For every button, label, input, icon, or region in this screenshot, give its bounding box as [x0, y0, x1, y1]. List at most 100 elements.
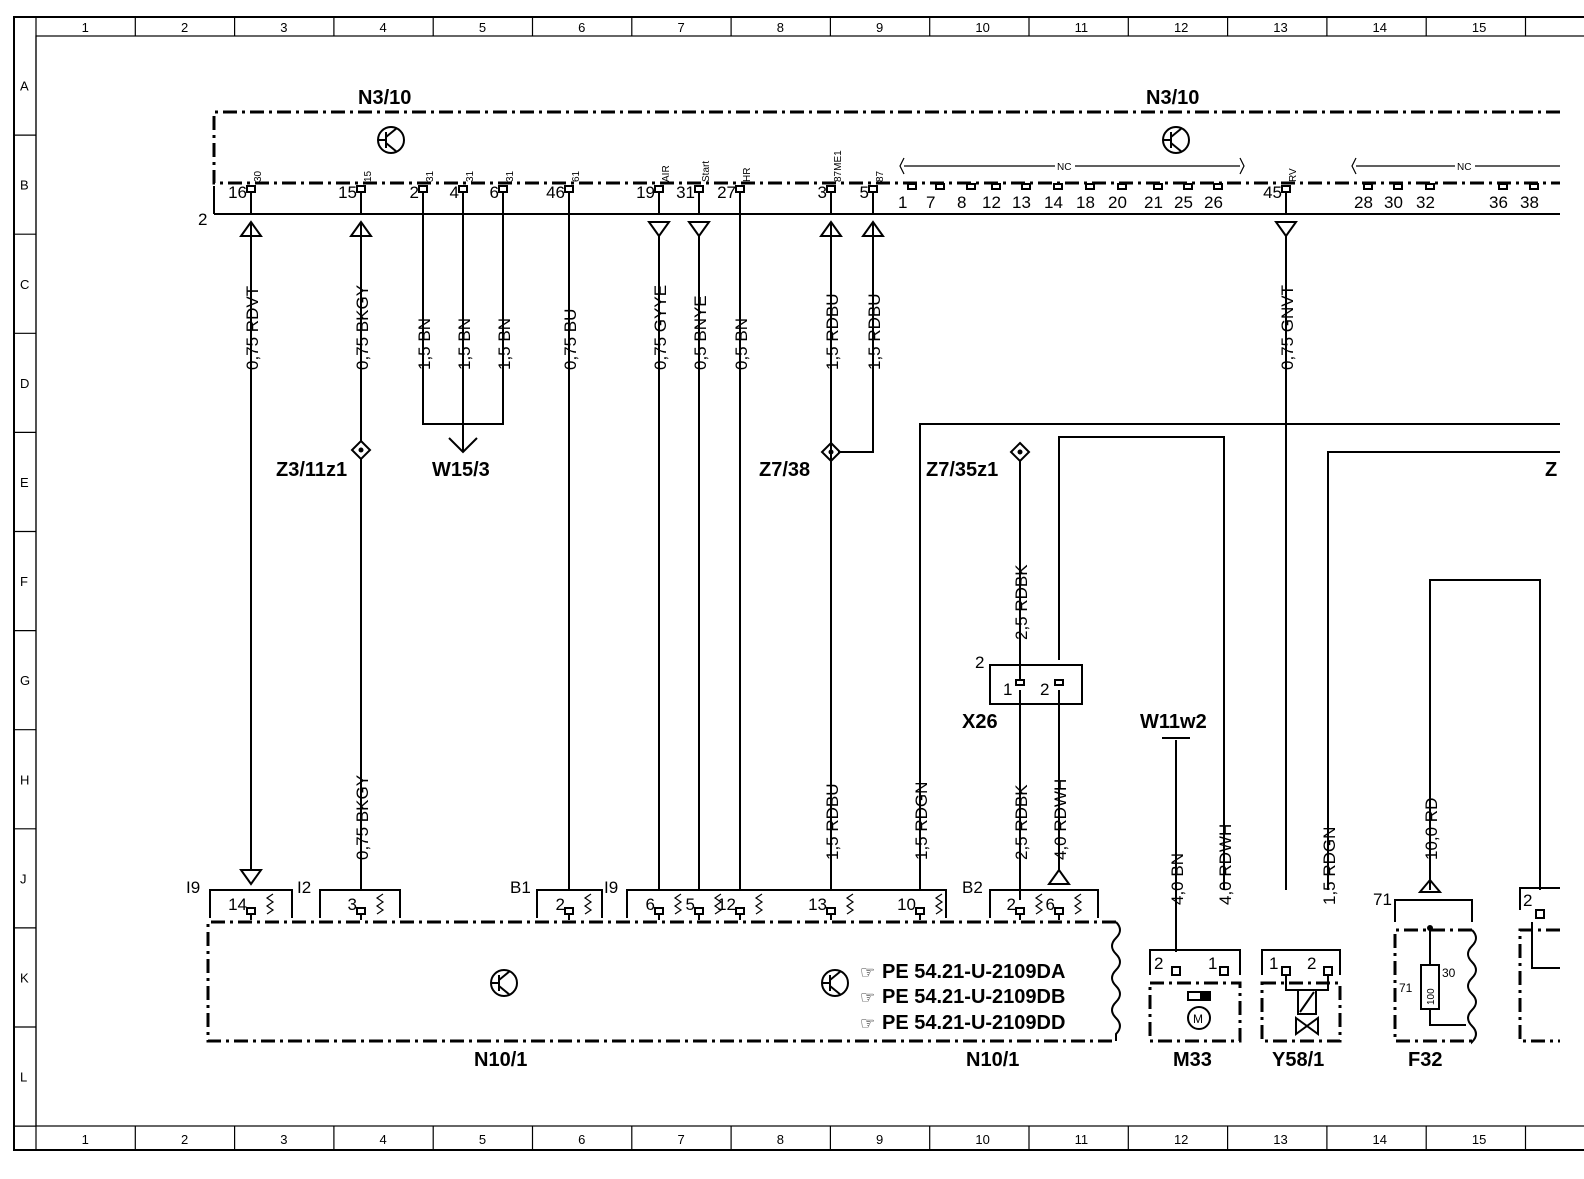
n3-10-right-label: N3/10 — [1146, 87, 1199, 109]
svg-text:20: 20 — [1108, 193, 1127, 212]
grid-col-top-7: 7 — [677, 20, 684, 35]
svg-text:RV: RV — [1288, 168, 1299, 182]
solenoid-valve-icon — [1297, 989, 1317, 1015]
wire-label-bkgy: 0,75 BKGY — [353, 775, 372, 860]
grid-col-bottom-3: 3 — [280, 1132, 287, 1147]
cut-pin-2: 2 — [1523, 891, 1532, 910]
grid-col-top-8: 8 — [777, 20, 784, 35]
reference-links[interactable]: ☞ PE 54.21-U-2109DA ☞ PE 54.21-U-2109DB … — [860, 961, 1065, 1034]
svg-text:16: 16 — [228, 183, 247, 202]
n3-terminal-27: 27 HR — [717, 168, 753, 214]
wire-label-rdgn: 1,5 RDGN — [912, 782, 931, 860]
nc-pin-28: 28 — [1354, 183, 1373, 212]
grid-col-top-5: 5 — [479, 20, 486, 35]
svg-text:27: 27 — [717, 183, 736, 202]
grid-col-bottom-6: 6 — [578, 1132, 585, 1147]
wire-label-rdgn_y58: 1,5 RDGN — [1320, 827, 1339, 905]
n3-terminal-5: 587 — [860, 170, 886, 214]
wire-label-upper: 0,75 RDVT — [243, 286, 262, 370]
inner-frame — [35, 35, 1584, 1127]
grid-row-A: A — [20, 79, 29, 94]
svg-text:1: 1 — [898, 193, 907, 212]
svg-text:8: 8 — [957, 193, 966, 212]
grid-row-L: L — [20, 1070, 27, 1085]
svg-text:31: 31 — [505, 170, 516, 182]
svg-text:28: 28 — [1354, 193, 1373, 212]
nc-pin-26: 26 — [1204, 183, 1223, 212]
n10-pin-I9-5: 5 — [686, 893, 723, 920]
z3-11z1-label: Z3/11z1 — [276, 459, 347, 481]
wire-label-upper: 0,5 BNYE — [691, 295, 710, 370]
grid-col-top-14: 14 — [1373, 20, 1387, 35]
hand-pointer-icon: ☞ — [860, 988, 875, 1007]
svg-text:61: 61 — [571, 170, 582, 182]
reference-link-da[interactable]: PE 54.21-U-2109DA — [882, 961, 1065, 983]
grid-col-bottom-10: 10 — [975, 1132, 989, 1147]
m33-pin-1: 1 — [1208, 954, 1217, 973]
wire-label-upper: 1,5 BN — [495, 318, 514, 370]
n3-10-left-label: N3/10 — [358, 87, 411, 109]
svg-text:30: 30 — [1384, 193, 1403, 212]
grid-columns: 1122334455667788991010111112121313141415… — [82, 17, 1527, 1150]
nc-pin-30: 30 — [1384, 183, 1403, 212]
n10-pin-I2-3: 3 — [348, 893, 385, 920]
nc-pin-12: 12 — [982, 183, 1001, 212]
svg-text:12: 12 — [982, 193, 1001, 212]
w11w2-label: W11w2 — [1140, 711, 1207, 733]
wire-label-rdbu: 1,5 RDBU — [823, 783, 842, 860]
svg-text:18: 18 — [1076, 193, 1095, 212]
grid-col-bottom-13: 13 — [1273, 1132, 1287, 1147]
n10-pin-I9-6: 6 — [646, 893, 683, 920]
n10-1-right-label: N10/1 — [966, 1049, 1019, 1071]
n3-terminals: 16301515231431631466119AIR31Start27HR387… — [228, 150, 1299, 214]
reference-link-db[interactable]: PE 54.21-U-2109DB — [882, 986, 1065, 1008]
svg-text:12: 12 — [717, 895, 736, 914]
wire-label-upper: 0,5 BN — [732, 318, 751, 370]
wire-label-upper: 1,5 RDBU — [823, 293, 842, 370]
svg-text:13: 13 — [808, 895, 827, 914]
wire-label-upper: 1,5 RDBU — [865, 293, 884, 370]
f32-component — [1393, 899, 1477, 1045]
y58-pin-1: 1 — [1269, 954, 1278, 973]
n10-pin-B2-6: 6 — [1046, 893, 1083, 920]
svg-text:6: 6 — [646, 895, 655, 914]
svg-text:M: M — [1193, 1012, 1203, 1026]
svg-text:HR: HR — [742, 168, 753, 182]
svg-text:15: 15 — [338, 183, 357, 202]
wire-label-rdwh_m33: 4,0 RDWH — [1216, 824, 1235, 905]
n10-pin-B2-2: 2 — [1007, 893, 1044, 920]
m33-component: M — [1148, 949, 1242, 1043]
grid-row-B: B — [20, 178, 29, 193]
upper-wires — [250, 196, 1560, 952]
x26-connector — [989, 664, 1083, 705]
nc-pin-38: 38 — [1520, 183, 1539, 212]
nc-bracket-2 — [1351, 157, 1560, 175]
nc-pin-25: 25 — [1174, 183, 1193, 212]
grid-col-bottom-11: 11 — [1075, 1132, 1089, 1147]
m33-label: M33 — [1173, 1049, 1212, 1071]
nc-pin-8: 8 — [957, 183, 976, 212]
grid-col-top-6: 6 — [578, 20, 585, 35]
conn-b2: B2 — [962, 878, 983, 897]
nc-pin-32: 32 — [1416, 183, 1435, 212]
nc-pin-13: 13 — [1012, 183, 1031, 212]
transistor-icon-n10-right — [821, 969, 849, 997]
nc-pin-14: 14 — [1044, 183, 1063, 212]
x26-label: X26 — [962, 711, 998, 733]
reference-link-dd[interactable]: PE 54.21-U-2109DD — [882, 1012, 1065, 1034]
grid-col-top-10: 10 — [975, 20, 989, 35]
grid-row-K: K — [20, 970, 29, 985]
svg-text:5: 5 — [686, 895, 695, 914]
connector-2-label: 2 — [198, 210, 207, 229]
svg-text:2: 2 — [410, 183, 419, 202]
conn-i9-b: I9 — [604, 878, 618, 897]
conn-i2: I2 — [297, 878, 311, 897]
wire-label-upper: 0,75 BU — [561, 309, 580, 370]
m33-pin-2: 2 — [1154, 954, 1163, 973]
